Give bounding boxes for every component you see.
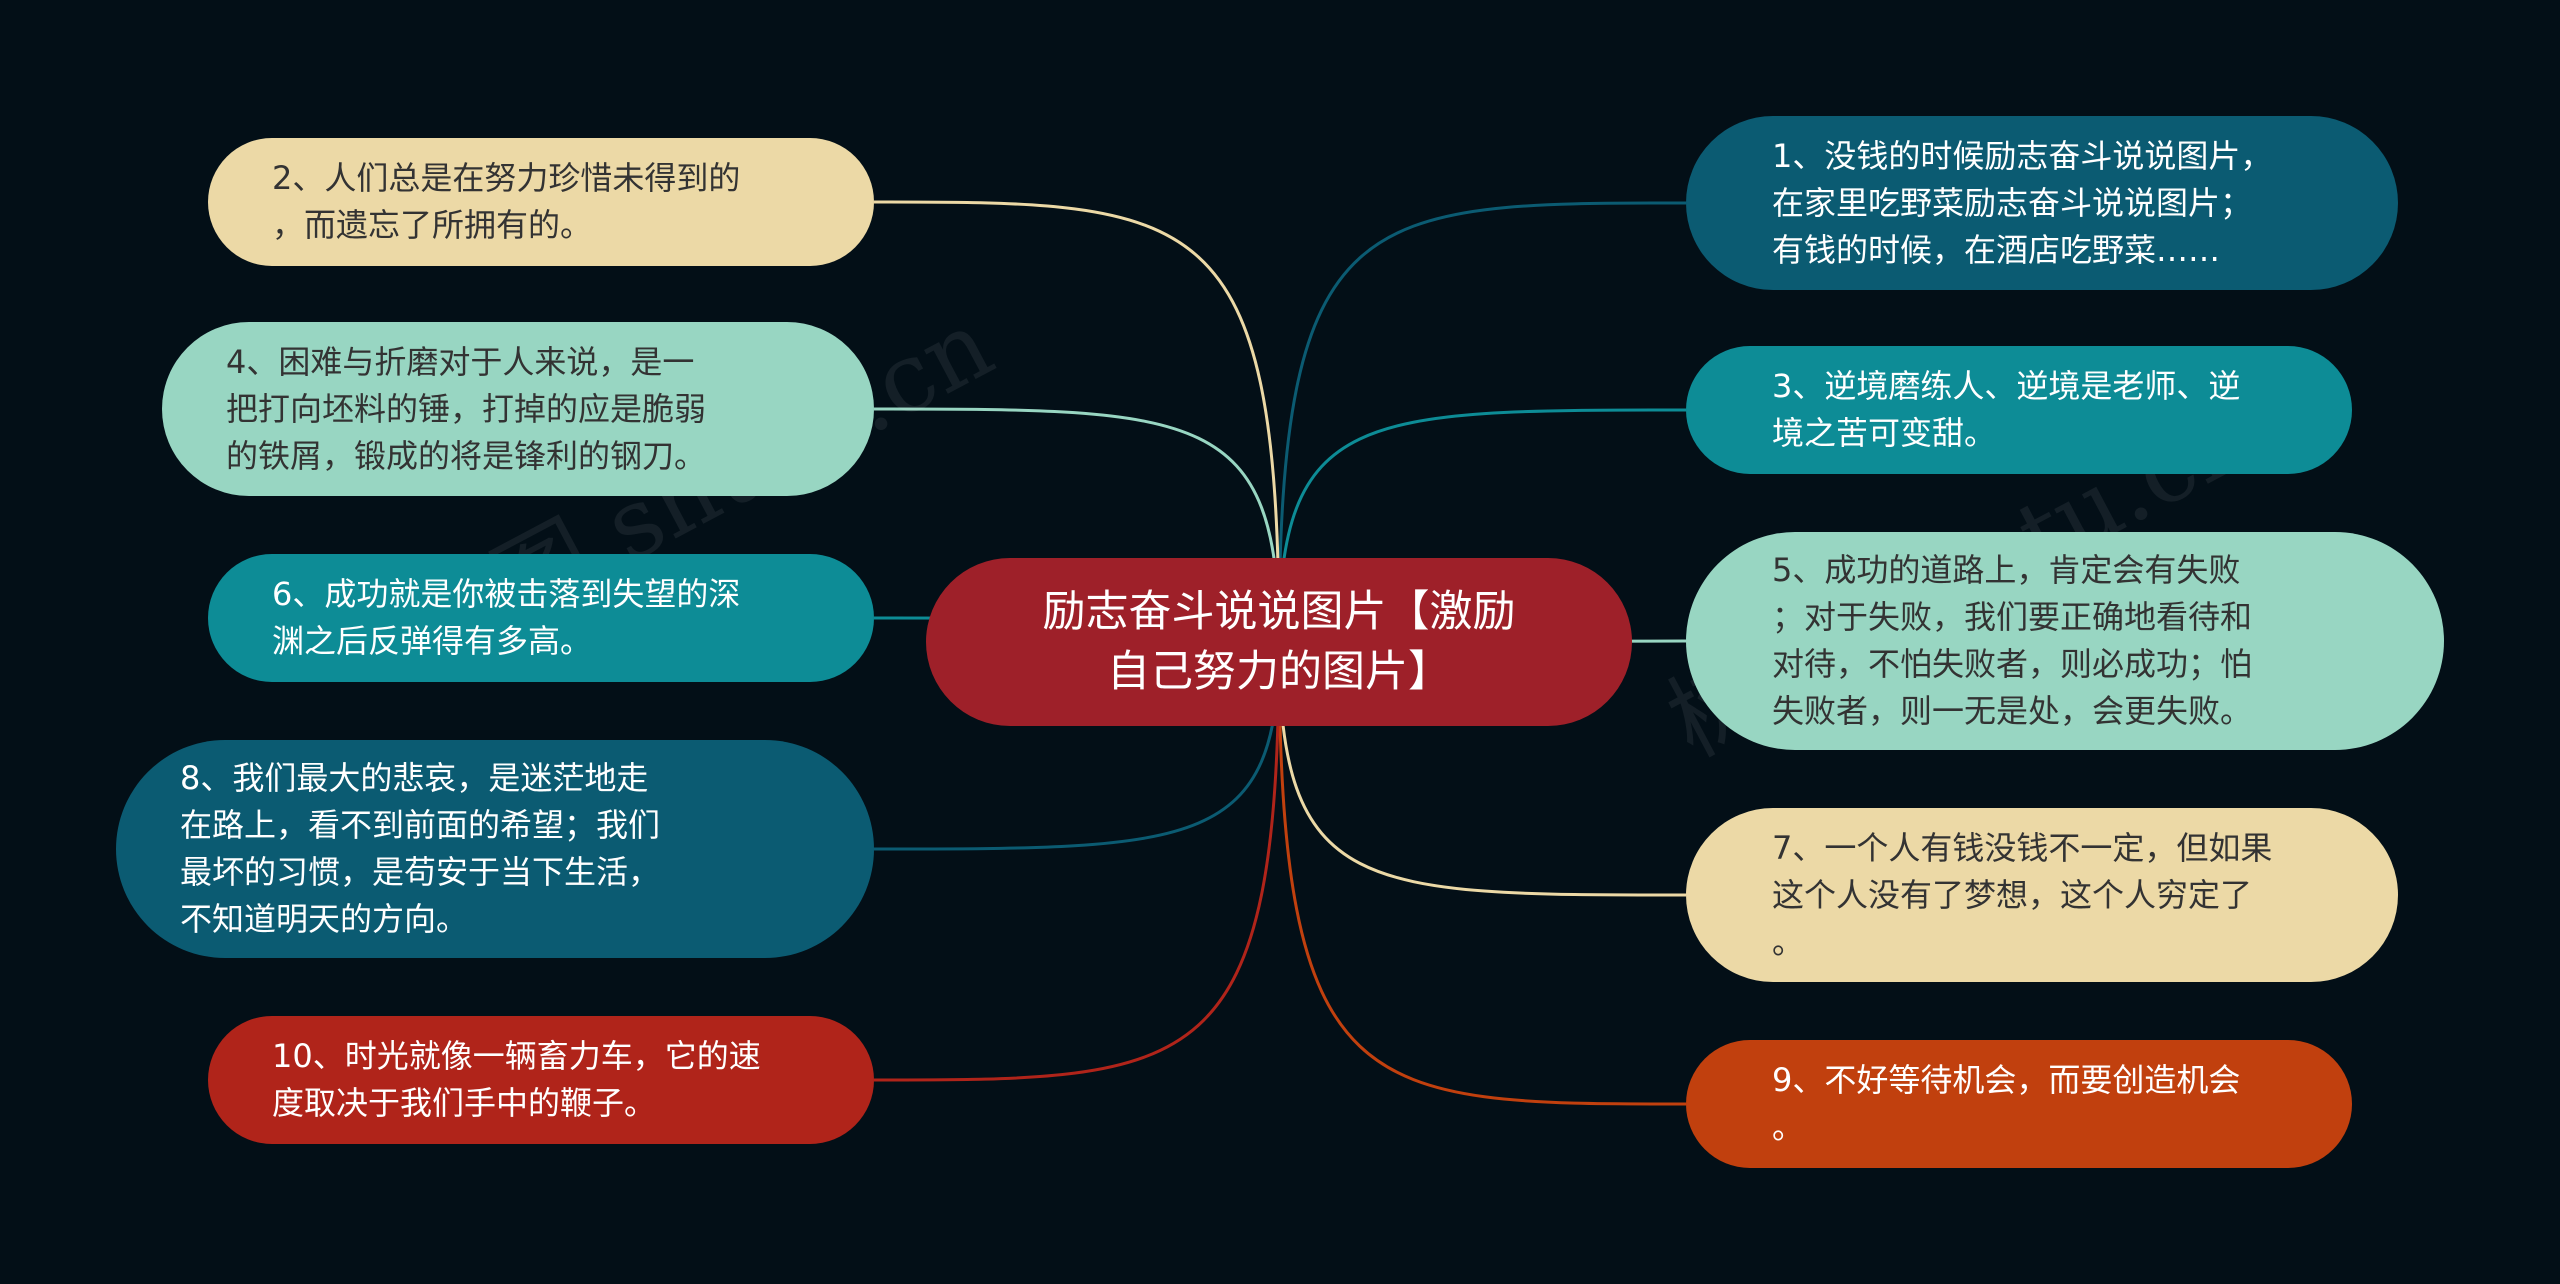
connector-line-4 xyxy=(873,407,1281,643)
connector-line-3 xyxy=(1277,408,1687,643)
connector-line-10 xyxy=(873,641,1281,1082)
branch-node-10[interactable]: 10、时光就像一辆畜力车，它的速 度取决于我们手中的鞭子。 xyxy=(208,1016,874,1144)
connector-line-9 xyxy=(1277,641,1687,1106)
branch-node-6[interactable]: 6、成功就是你被击落到失望的深 渊之后反弹得有多高。 xyxy=(208,554,874,682)
connector-line-1 xyxy=(1277,201,1687,643)
connector-line-7 xyxy=(1277,641,1687,897)
branch-node-5[interactable]: 5、成功的道路上，肯定会有失败 ；对于失败，我们要正确地看待和 对待，不怕失败者… xyxy=(1686,532,2444,750)
branch-node-9[interactable]: 9、不好等待机会，而要创造机会 。 xyxy=(1686,1040,2352,1168)
branch-node-2[interactable]: 2、人们总是在努力珍惜未得到的 ，而遗忘了所拥有的。 xyxy=(208,138,874,266)
center-topic[interactable]: 励志奋斗说说图片【激励 自己努力的图片】 xyxy=(926,558,1632,726)
branch-node-4[interactable]: 4、困难与折磨对于人来说，是一 把打向坯料的锤，打掉的应是脆弱 的铁屑，锻成的将… xyxy=(162,322,874,496)
branch-node-7[interactable]: 7、一个人有钱没钱不一定，但如果 这个人没有了梦想，这个人穷定了 。 xyxy=(1686,808,2398,982)
branch-node-8[interactable]: 8、我们最大的悲哀，是迷茫地走 在路上，看不到前面的希望；我们 最坏的习惯，是苟… xyxy=(116,740,874,958)
branch-node-1[interactable]: 1、没钱的时候励志奋斗说说图片， 在家里吃野菜励志奋斗说说图片； 有钱的时候，在… xyxy=(1686,116,2398,290)
connector-line-2 xyxy=(873,200,1281,643)
branch-node-3[interactable]: 3、逆境磨练人、逆境是老师、逆 境之苦可变甜。 xyxy=(1686,346,2352,474)
